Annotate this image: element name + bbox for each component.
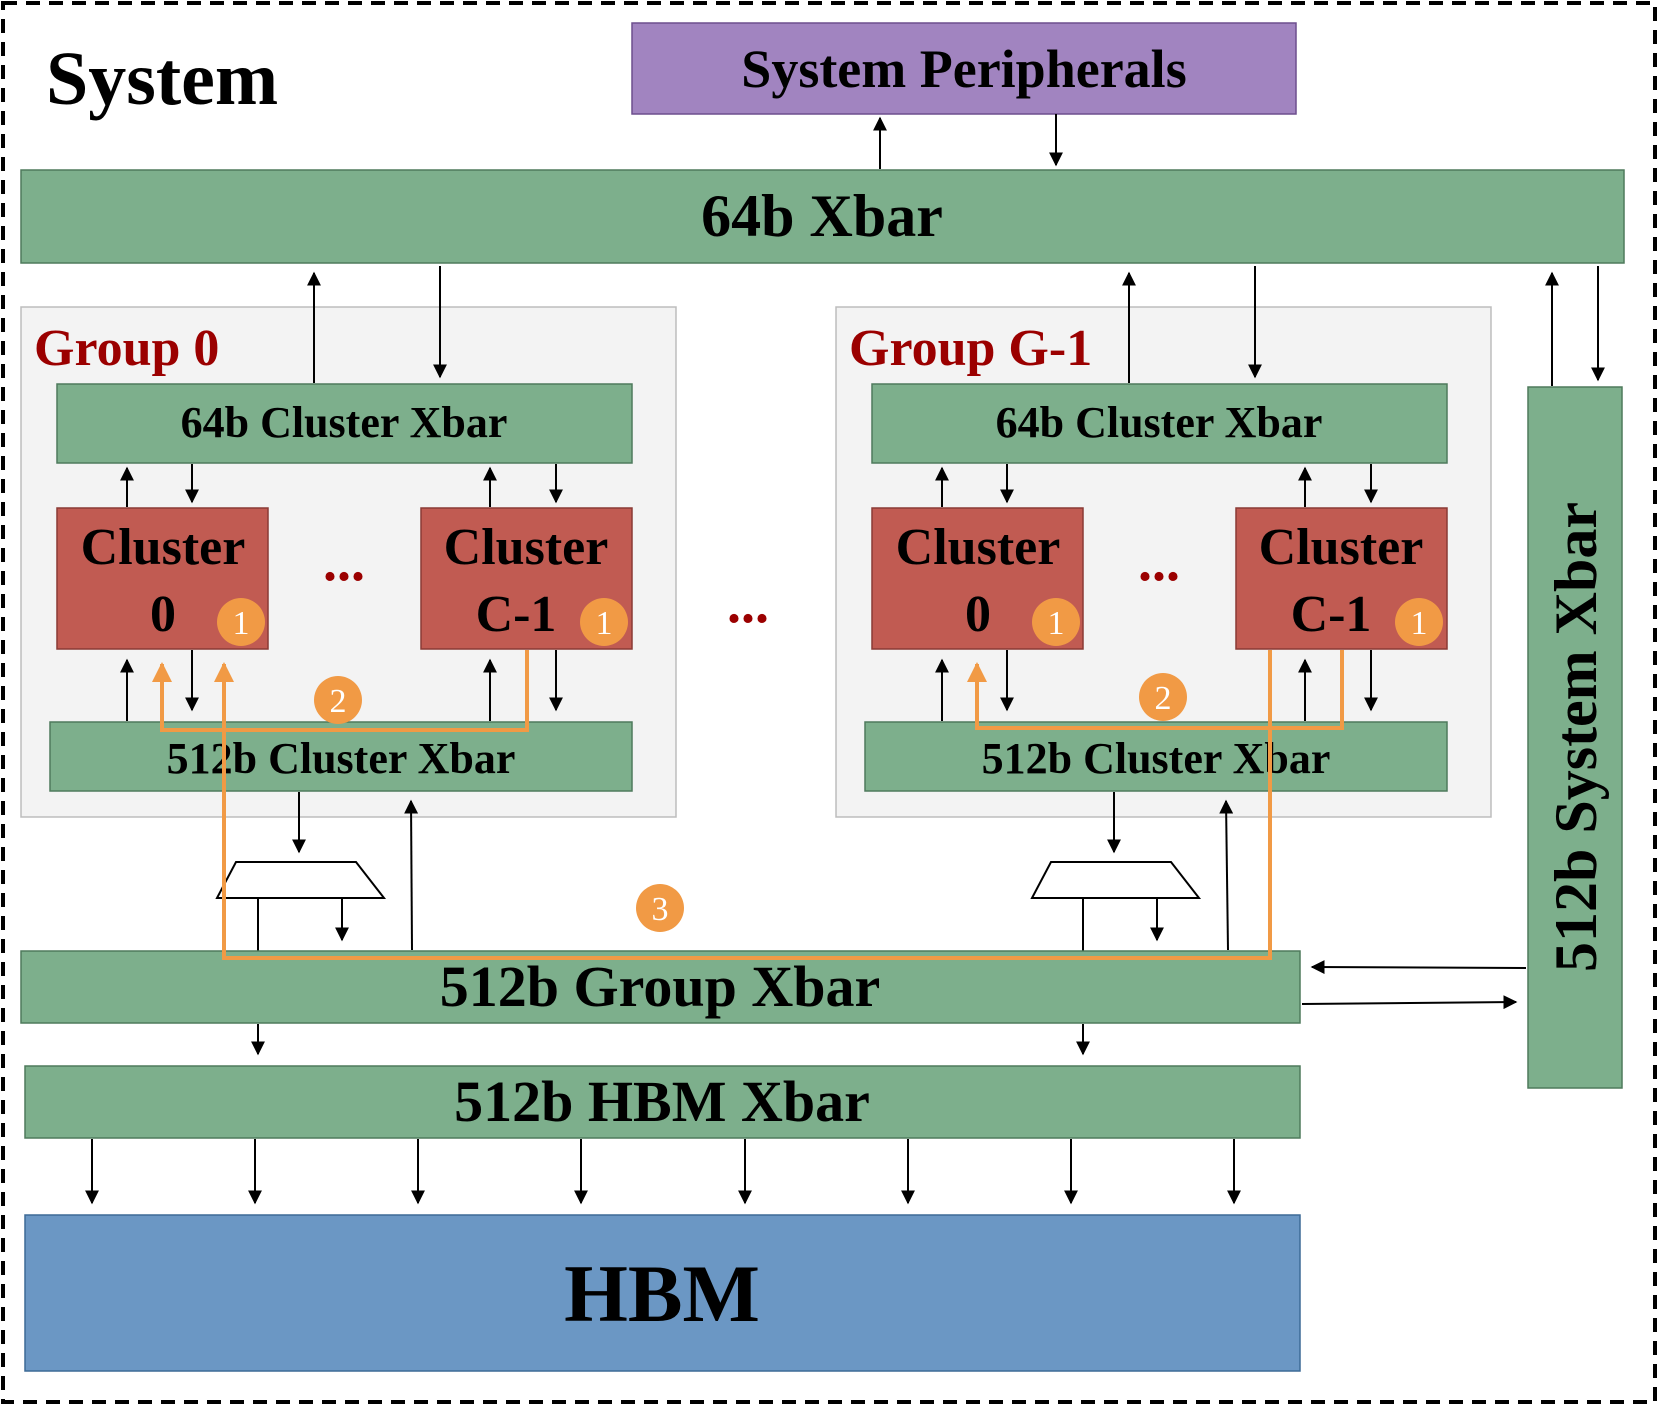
group-0-cluster-xbar-64b — [56, 383, 633, 464]
system-title: System — [46, 37, 278, 121]
group-g-1: Group G-1 64b Cluster Xbar Cluster 0 1 .… — [835, 266, 1492, 818]
badge-1-circle — [1032, 598, 1080, 646]
group-0-cluster-0-index: 0 — [150, 586, 176, 643]
xbar-64b-label: 64b Xbar — [701, 183, 943, 249]
group-g-1-cluster-xbar-64b — [871, 383, 1448, 464]
group-0-cluster-c-1-name: Cluster — [444, 519, 609, 576]
badge-3-circle — [636, 884, 684, 932]
system-xbar-512b-label: 512b System Xbar — [1543, 502, 1609, 972]
badge-1-label: 1 — [233, 605, 250, 642]
path-2-line — [152, 650, 529, 732]
hbm-box — [24, 1214, 1301, 1372]
badge-1-label: 1 — [1048, 605, 1065, 642]
group-0: Group 0 64b Cluster Xbar Cluster 0 1 ...… — [20, 266, 677, 818]
arrow-up — [404, 799, 419, 951]
group-0-cluster-xbar-512b-label: 512b Cluster Xbar — [167, 734, 516, 783]
group-0-cluster-0-name: Cluster — [81, 519, 246, 576]
system-peripherals-box — [631, 22, 1297, 115]
group-g-1-cluster-xbar-512b-label: 512b Cluster Xbar — [982, 734, 1331, 783]
group-g-1-cluster-0-index: 0 — [965, 586, 991, 643]
group-g-1-cluster-c-1-index: C-1 — [1291, 586, 1372, 643]
hbm-xbar-512b — [24, 1065, 1301, 1139]
badge-3-label: 3 — [652, 891, 669, 928]
group-g-1-title: Group G-1 — [849, 320, 1092, 377]
mux-group-0 — [215, 861, 387, 899]
path-2-line — [967, 650, 1344, 730]
badge-1-circle — [1395, 598, 1443, 646]
mux-group-g-1 — [1030, 861, 1202, 899]
arrow-up — [1219, 799, 1234, 951]
cluster-ellipsis: ... — [323, 531, 365, 593]
group-g-1-cluster-c-1-name: Cluster — [1259, 519, 1424, 576]
xbar-64b — [20, 169, 1625, 264]
badge-2-label: 2 — [330, 683, 347, 720]
badge-1-circle — [217, 598, 265, 646]
group-0-cluster-xbar-64b-label: 64b Cluster Xbar — [181, 398, 508, 447]
group-0-cluster-c-1-index: C-1 — [476, 586, 557, 643]
group-xbar-512b — [20, 950, 1301, 1024]
group-g-1-cluster-xbar-512b — [864, 721, 1448, 792]
badge-2-label: 2 — [1155, 680, 1172, 717]
hbm-label: HBM — [564, 1248, 760, 1339]
arrow-left — [1310, 960, 1527, 975]
badge-1-label: 1 — [596, 605, 613, 642]
arrow-right — [1301, 995, 1518, 1010]
system-peripherals-label: System Peripherals — [741, 39, 1186, 99]
path-3-line — [214, 650, 1272, 960]
badge-1-label: 1 — [1411, 605, 1428, 642]
group-ellipsis: ... — [727, 573, 769, 635]
group-0-title: Group 0 — [34, 320, 219, 377]
hbm-xbar-512b-label: 512b HBM Xbar — [454, 1069, 870, 1134]
group-g-1-cluster-0-name: Cluster — [896, 519, 1061, 576]
cluster-ellipsis: ... — [1138, 531, 1180, 593]
badge-2-circle — [1139, 673, 1187, 721]
group-g-1-cluster-xbar-64b-label: 64b Cluster Xbar — [996, 398, 1323, 447]
badge-2-circle — [314, 676, 362, 724]
system-xbar-512b — [1527, 386, 1623, 1089]
group-xbar-512b-label: 512b Group Xbar — [440, 954, 880, 1019]
badge-1-circle — [580, 598, 628, 646]
